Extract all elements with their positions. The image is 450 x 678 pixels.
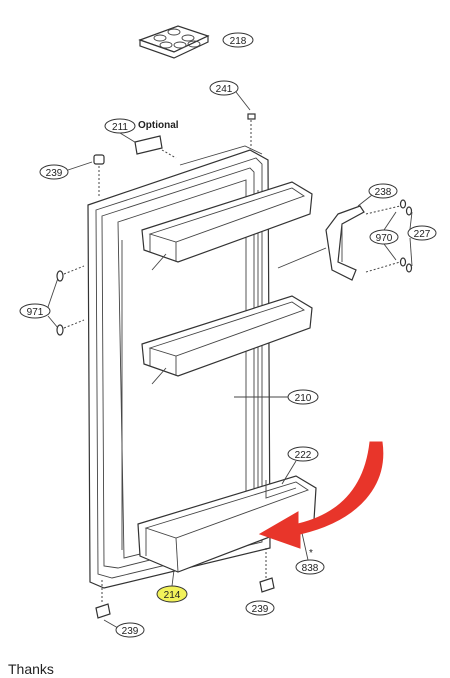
svg-text:218: 218 — [230, 36, 247, 47]
callout-214-highlighted: 214 — [156, 585, 188, 603]
svg-text:838: 838 — [302, 563, 319, 574]
svg-text:241: 241 — [216, 84, 233, 95]
door-shelf-upper — [141, 181, 313, 263]
callout-227: 227 — [407, 225, 437, 241]
svg-text:971: 971 — [27, 307, 44, 318]
callout-239-top: 239 — [39, 164, 69, 180]
optional-label: Optional — [138, 120, 179, 131]
callout-239-bottom: 239 — [115, 622, 145, 638]
egg-tray-part — [138, 25, 210, 59]
callout-239-right: 239 — [245, 600, 275, 616]
asterisk-note: * — [309, 548, 313, 559]
callout-971: 971 — [19, 303, 51, 319]
callout-222: 222 — [287, 446, 319, 462]
callout-211: 211 — [104, 118, 136, 134]
svg-text:239: 239 — [122, 626, 139, 637]
svg-text:211: 211 — [112, 122, 128, 133]
svg-text:210: 210 — [295, 393, 312, 404]
svg-text:239: 239 — [252, 604, 269, 615]
svg-text:222: 222 — [295, 450, 312, 461]
svg-text:970: 970 — [376, 233, 393, 244]
door-shelf-middle — [141, 295, 313, 377]
callout-238: 238 — [368, 183, 398, 199]
svg-text:239: 239 — [46, 168, 63, 179]
red-pointer-arrow — [258, 441, 384, 549]
callout-838: 838 — [295, 559, 325, 575]
callout-241: 241 — [209, 80, 239, 96]
svg-text:227: 227 — [414, 229, 431, 240]
thanks-text: Thanks — [8, 661, 54, 677]
door-handle-part — [325, 205, 365, 281]
callout-210: 210 — [287, 389, 319, 405]
callout-970: 970 — [369, 229, 399, 245]
callout-218: 218 — [222, 32, 254, 48]
svg-text:214: 214 — [164, 590, 181, 601]
svg-text:238: 238 — [375, 187, 392, 198]
